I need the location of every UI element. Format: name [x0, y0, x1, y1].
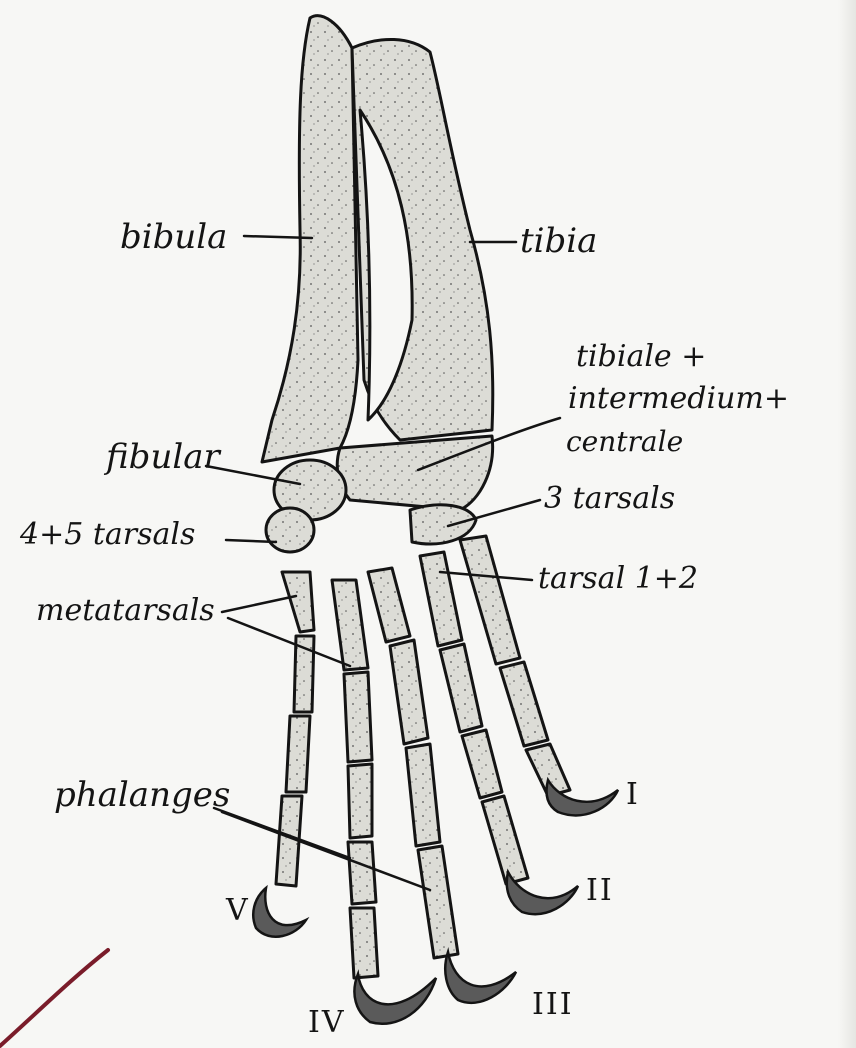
- margin-pen-stroke: [0, 950, 108, 1046]
- digit-label-I: I: [626, 780, 640, 810]
- digit-label-IV: IV: [308, 1008, 346, 1038]
- claw-III: [445, 952, 516, 1003]
- digit-label-II: II: [586, 876, 614, 906]
- tarsal-4-5-bone: [266, 508, 314, 552]
- label-3-tarsals: 3 tarsals: [544, 484, 675, 514]
- label-fibula: bibula: [120, 220, 227, 254]
- label-4-5-tarsals: 4+5 tarsals: [20, 520, 195, 550]
- claw-IV: [354, 974, 436, 1024]
- leader-metatarsals-a: [222, 596, 296, 612]
- label-fibular: fibular: [106, 440, 220, 474]
- digit-label-III: III: [532, 990, 574, 1020]
- label-tibiale-line3: centrale: [566, 428, 683, 456]
- label-tarsal-1-2: tarsal 1+2: [538, 564, 698, 594]
- digit-label-V: V: [226, 896, 250, 926]
- digit-IV: [332, 580, 378, 978]
- tibiale-block: [337, 436, 492, 510]
- label-tibia: tibia: [520, 224, 597, 258]
- leader-phalanges-b: [222, 812, 430, 890]
- label-tibiale-line2: intermedium+: [568, 384, 789, 414]
- label-metatarsals: metatarsals: [36, 596, 215, 626]
- label-tibiale-line1: tibiale +: [576, 342, 706, 372]
- claw-V: [253, 888, 306, 937]
- label-phalanges: phalanges: [54, 778, 230, 812]
- leader-metatarsals-b: [228, 618, 350, 666]
